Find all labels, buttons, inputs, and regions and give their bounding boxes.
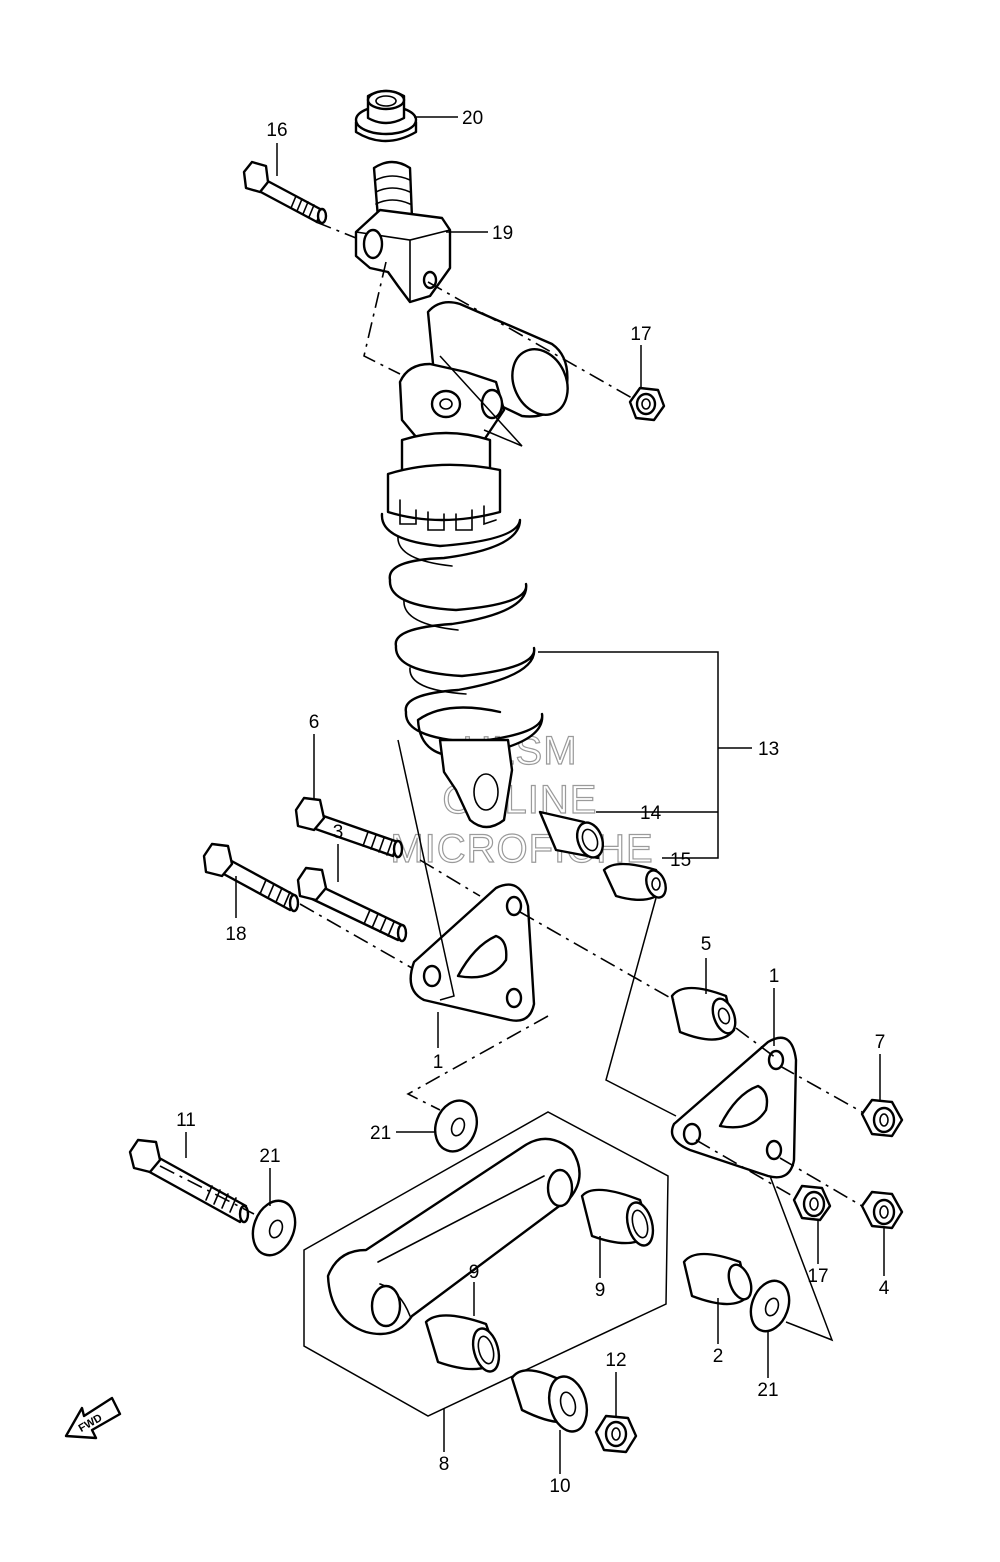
part-1-plate-right (670, 1036, 798, 1179)
part-13-shock-absorber (380, 301, 569, 829)
part-17-nut-lower (792, 1184, 832, 1222)
label-part-16: 16 (266, 120, 287, 141)
label-part-5: 5 (701, 934, 712, 955)
label-part-11: 11 (176, 1110, 196, 1131)
part-2-collar (682, 1252, 753, 1306)
part-9-bearing-right (580, 1188, 655, 1247)
part-20-nut (354, 89, 418, 143)
label-part-15: 15 (670, 850, 691, 871)
label-part-1-left: 1 (433, 1052, 444, 1073)
label-part-21-left: 21 (259, 1146, 280, 1167)
watermark: HLSM ONLINE MICROFICHE (390, 728, 654, 871)
part-5-collar (670, 986, 737, 1041)
part-19-clevis (354, 160, 452, 304)
watermark-line-3: MICROFICHE (390, 827, 653, 871)
leader-lines (185, 116, 885, 1474)
label-part-17-lower: 17 (807, 1266, 828, 1287)
fwd-arrow-badge: FWD (64, 1396, 122, 1440)
part-16-bolt (242, 160, 328, 225)
part-21-washer-right (749, 1279, 791, 1333)
label-part-9-left: 9 (469, 1262, 480, 1283)
label-part-7: 7 (875, 1032, 886, 1053)
part-21-washer-left (251, 1199, 297, 1257)
label-part-18: 18 (225, 924, 246, 945)
part-21-washer-upper (434, 1099, 478, 1153)
label-part-6: 6 (309, 712, 320, 733)
label-part-10: 10 (549, 1476, 570, 1497)
label-part-12: 12 (605, 1350, 626, 1371)
part-number-labels: 20 16 19 17 13 6 14 15 3 18 5 1 1 7 21 1… (176, 108, 890, 1497)
part-3-bolt (296, 866, 408, 943)
part-6-bolt (294, 796, 404, 859)
label-part-2: 2 (713, 1346, 724, 1367)
label-part-4: 4 (879, 1278, 890, 1299)
label-part-14: 14 (640, 803, 662, 824)
label-part-3: 3 (333, 822, 344, 843)
label-part-19: 19 (492, 223, 513, 244)
label-part-21-right: 21 (757, 1380, 778, 1401)
part-1-plate-left (409, 883, 536, 1022)
part-4-nut (860, 1190, 904, 1230)
part-7-nut (860, 1098, 904, 1138)
part-10-collar (510, 1369, 589, 1433)
part-15-collar (602, 862, 667, 902)
part-12-nut (594, 1414, 638, 1454)
part-17-nut-top (628, 386, 666, 422)
label-part-21-upper: 21 (370, 1123, 391, 1144)
part-8-link-assembly (303, 1111, 669, 1417)
part-14-bearing (538, 810, 605, 860)
part-9-bearing-left (424, 1314, 501, 1373)
label-part-20: 20 (462, 108, 483, 129)
label-part-13: 13 (758, 739, 779, 760)
assembly-lines (159, 221, 863, 1342)
part-18-bolt (202, 842, 300, 913)
label-part-1-right: 1 (769, 966, 780, 987)
label-part-9-right: 9 (595, 1280, 606, 1301)
label-part-8: 8 (439, 1454, 450, 1475)
label-part-17-top: 17 (630, 324, 651, 345)
